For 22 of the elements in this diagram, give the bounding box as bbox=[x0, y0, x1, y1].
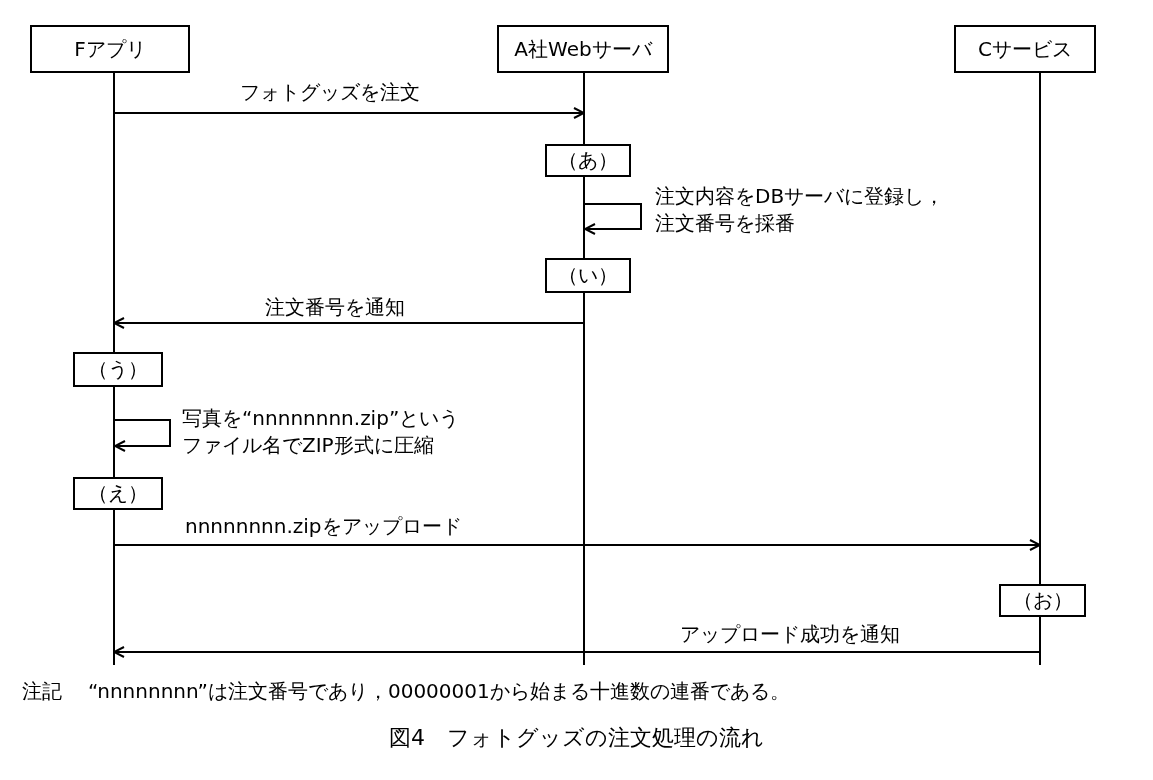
lifeline bbox=[583, 73, 585, 665]
edge-label: アップロード成功を通知 bbox=[680, 621, 900, 648]
message-arrow bbox=[113, 107, 585, 119]
step-box: （え） bbox=[73, 477, 163, 510]
figure-caption: 図4 フォトグッズの注文処理の流れ bbox=[389, 725, 764, 750]
message-arrow bbox=[113, 317, 585, 329]
step-box: （い） bbox=[545, 258, 631, 293]
edge-label: フォトグッズを注文 bbox=[240, 79, 420, 106]
message-arrow bbox=[113, 539, 1041, 551]
step-box: （あ） bbox=[545, 144, 631, 177]
participant-box: A社Webサーバ bbox=[497, 25, 669, 73]
self-message-arrow bbox=[583, 203, 642, 235]
step-box: （う） bbox=[73, 352, 163, 387]
participant-box: Cサービス bbox=[954, 25, 1096, 73]
lifeline bbox=[113, 73, 115, 665]
lifeline bbox=[1039, 73, 1041, 665]
edge-label: 注文番号を通知 bbox=[265, 294, 405, 321]
participant-box: Fアプリ bbox=[30, 25, 190, 73]
edge-label: nnnnnnnn.zipをアップロード bbox=[185, 513, 462, 540]
self-message-arrow bbox=[113, 419, 171, 452]
step-box: （お） bbox=[999, 584, 1086, 617]
message-arrow bbox=[113, 646, 1041, 658]
